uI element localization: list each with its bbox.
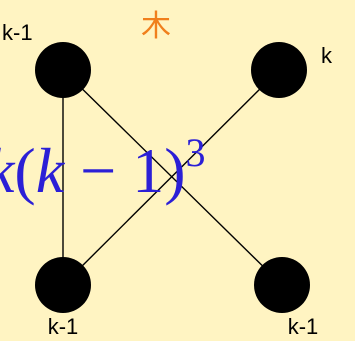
chromatic-polynomial-formula: k(k − 1)3	[0, 130, 206, 206]
edge-top-right-to-bottom-left	[62, 69, 280, 286]
formula-paren-open: (	[14, 135, 35, 206]
diagram-title: 木	[141, 9, 171, 44]
vertex-bottom-right	[254, 257, 310, 313]
vertices-group: k-1 k k-1 k-1	[2, 20, 333, 339]
formula-var: k	[36, 135, 66, 206]
formula-lead: k	[0, 135, 16, 206]
vertex-top-left	[35, 42, 91, 98]
edges-group	[62, 69, 283, 286]
vertex-bottom-left	[35, 257, 91, 313]
vertex-top-right	[251, 42, 307, 98]
vertex-label-top-left: k-1	[2, 20, 33, 45]
edge-top-left-to-bottom-right	[62, 69, 283, 286]
vertex-label-top-right: k	[321, 43, 333, 68]
vertex-label-bottom-right: k-1	[288, 314, 319, 339]
formula-minus: −	[64, 135, 132, 206]
vertex-label-bottom-left: k-1	[48, 314, 79, 339]
formula-exponent: 3	[186, 130, 206, 175]
formula-paren-close: )	[164, 135, 185, 206]
formula-one: 1	[132, 135, 164, 206]
